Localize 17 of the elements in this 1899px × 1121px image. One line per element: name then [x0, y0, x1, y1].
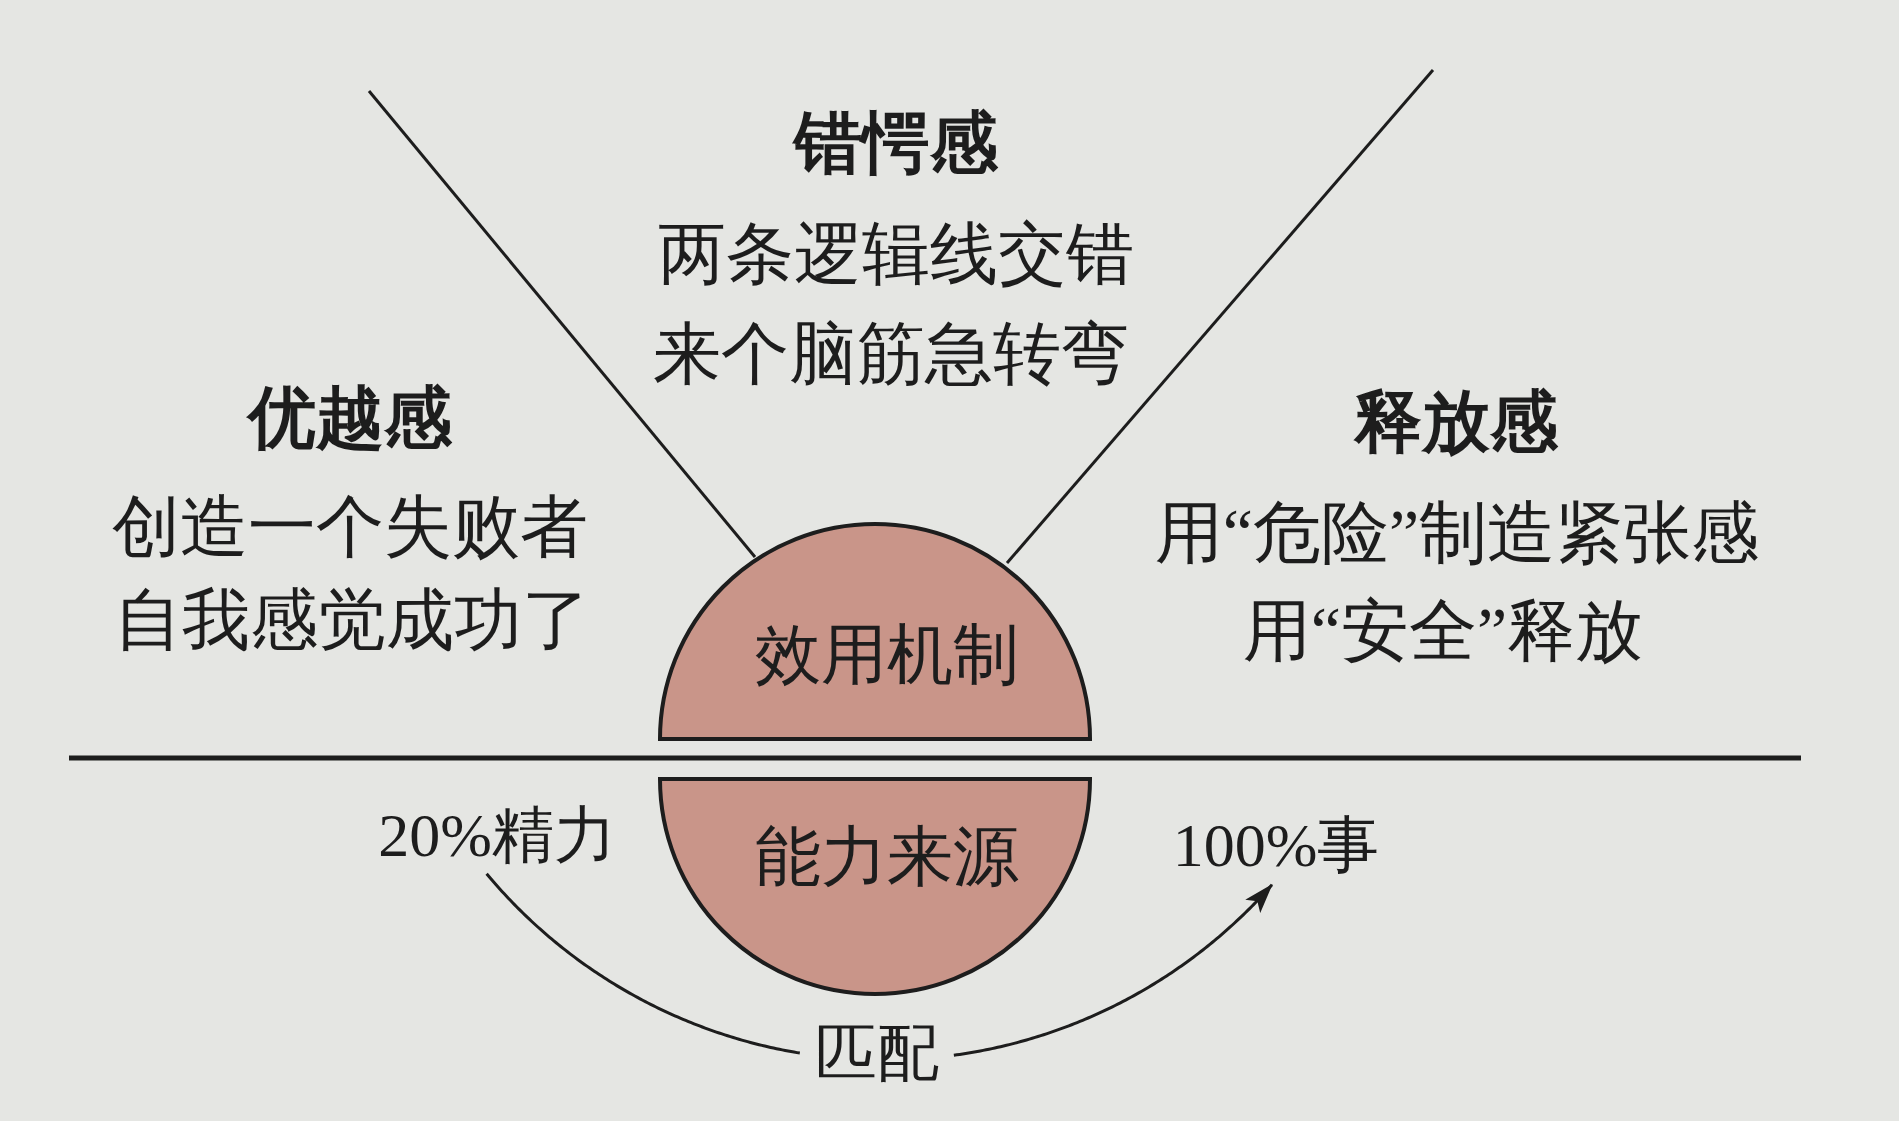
description-text: 两条逻辑线交错	[658, 215, 1134, 293]
quantity-label: 100%事	[1172, 811, 1380, 881]
semicircle-node	[658, 522, 1092, 741]
description-text: 自我感觉成功了	[114, 581, 590, 659]
category-heading: 优越感	[248, 379, 452, 457]
node-label: 效用机制	[755, 618, 1019, 692]
edge-label: 匹配	[813, 1019, 940, 1089]
node-label: 能力来源	[755, 820, 1019, 894]
description-text: 创造一个失败者	[112, 488, 588, 566]
category-heading: 释放感	[1354, 383, 1558, 461]
curved-arrow	[485, 872, 1274, 1057]
quantity-label: 20%精力	[378, 801, 616, 871]
semicircle-node	[658, 777, 1092, 996]
description-text: 来个脑筋急转弯	[653, 315, 1129, 393]
description-text: 用“安全”释放	[1242, 592, 1644, 670]
category-heading: 错愕感	[794, 104, 998, 182]
description-text: 用“危险”制造紧张感	[1154, 494, 1760, 572]
